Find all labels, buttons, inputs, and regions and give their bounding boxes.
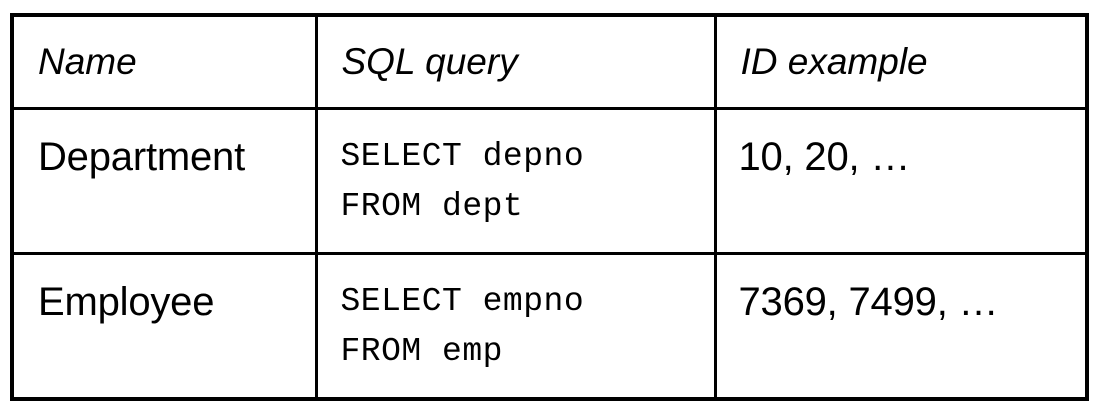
sql-query-line-1: SELECT empno	[340, 282, 585, 320]
table-row: Employee SELECT empno FROM emp 7369, 749…	[12, 253, 1087, 399]
cell-id-example: 7369, 7499, …	[715, 253, 1087, 399]
column-header-sql-query: SQL query	[341, 41, 518, 82]
sql-query-line-2: FROM emp	[340, 332, 503, 370]
table-row: Department SELECT depno FROM dept 10, 20…	[12, 108, 1087, 255]
header-cell-query: SQL query	[316, 15, 717, 110]
column-header-id-example: ID example	[740, 41, 928, 82]
column-header-name: Name	[38, 41, 137, 82]
id-example-department: 10, 20, …	[738, 134, 911, 179]
header-cell-example: ID example	[715, 15, 1087, 110]
sql-id-table: Name SQL query ID example Department SEL…	[10, 13, 1089, 401]
id-example-employee: 7369, 7499, …	[738, 279, 999, 324]
cell-entity-name: Department	[12, 108, 318, 255]
sql-query-line-2: FROM dept	[340, 187, 524, 225]
cell-sql-query: SELECT empno FROM emp	[316, 253, 717, 399]
cell-entity-name: Employee	[12, 253, 318, 399]
table-header-row: Name SQL query ID example	[12, 15, 1087, 110]
cell-id-example: 10, 20, …	[715, 108, 1087, 255]
cell-sql-query: SELECT depno FROM dept	[316, 108, 717, 255]
entity-name-department: Department	[38, 134, 245, 179]
sql-query-line-1: SELECT depno	[340, 137, 585, 175]
header-cell-name: Name	[12, 15, 318, 110]
entity-name-employee: Employee	[38, 279, 215, 324]
